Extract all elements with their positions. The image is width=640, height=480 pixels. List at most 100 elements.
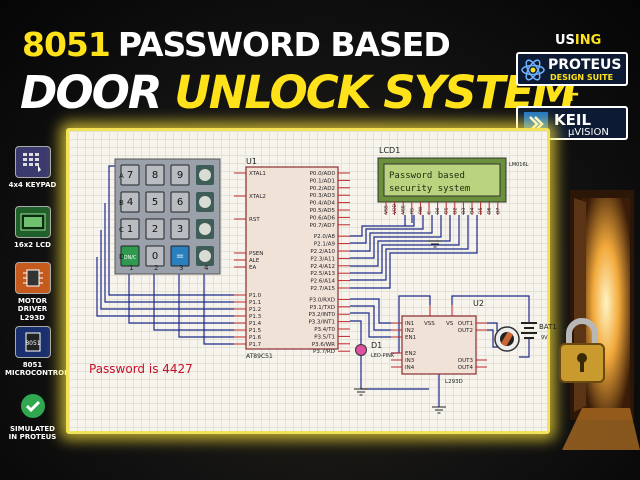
check-icon <box>15 390 51 422</box>
keypad-key-label: 7 <box>127 170 133 181</box>
keypad-col-label: 4 <box>204 264 209 272</box>
lcd-pin-label: RW <box>418 206 424 214</box>
proteus-name: PROTEUS <box>548 57 622 73</box>
mcu-pin-label: P1.5 <box>249 328 262 334</box>
sidebar-label-motor-driver: MOTOR DRIVER L293D <box>17 297 48 322</box>
mcu-pin-label: P2.1/A9 <box>314 242 336 248</box>
wire <box>350 215 451 267</box>
sidebar-label-keypad: 4x4 KEYPAD <box>8 181 57 189</box>
lcd-pin-label: D1 <box>444 208 450 214</box>
keypad-row-label: B <box>119 199 124 207</box>
lcd-pin-label: D6 <box>487 208 493 214</box>
mcu-pin-label: P2.2/A10 <box>310 249 335 255</box>
driver-pin-label: IN1 <box>405 321 414 327</box>
title-door: DOOR <box>20 66 175 119</box>
wire <box>350 320 362 344</box>
keypad-key <box>120 191 140 213</box>
proteus-sub: DESIGN SUITE <box>550 73 614 82</box>
driver-pin-label: OUT4 <box>458 365 474 371</box>
keypad-key-label: 0 <box>152 251 158 262</box>
keil-name: KEIL <box>554 111 592 129</box>
keypad-key <box>120 164 140 186</box>
keypad-key-round <box>199 250 211 262</box>
wire <box>350 215 442 259</box>
wire <box>487 329 499 348</box>
keypad-key-label: 5 <box>152 197 158 208</box>
lcd-line-2: security system <box>389 184 470 194</box>
microcontroller-icon: 8051 <box>14 326 51 358</box>
driver-pin-label: IN3 <box>405 358 415 364</box>
mcu-pin-label: P3.4/T0 <box>314 327 335 333</box>
keypad-key <box>145 164 165 186</box>
tool-brand-panel: USING PROTEUS DESIGN SUITE + KEIL µVISIO… <box>512 28 630 140</box>
motor-driver-icon <box>14 262 51 294</box>
keypad-key-label: 8 <box>152 170 158 181</box>
mcu-pin-label: P3.0/RXD <box>309 297 335 303</box>
keypad-row-label: C <box>119 226 124 234</box>
mcu-pin-label: P0.4/AD4 <box>310 201 336 207</box>
mcu-component[interactable]: U1 AT89C51 XTAL1XTAL2RSTPSENALEEAP1.0P1.… <box>234 157 350 360</box>
keypad-row-label: A <box>119 172 124 180</box>
sidebar-item-keypad: 4x4 KEYPAD <box>5 146 60 189</box>
lcd-pin-label: VEE <box>401 205 407 214</box>
keypad-key <box>170 191 190 213</box>
mcu-pin-label: P1.0 <box>249 293 262 299</box>
wire <box>350 215 433 252</box>
lcd-pin-label: VSS <box>384 205 390 214</box>
driver-pin-label: VSS <box>424 321 435 327</box>
wire <box>128 274 234 324</box>
keypad-key-label: 1 <box>127 224 133 235</box>
mcu-pin-label: P2.3/A11 <box>310 256 335 262</box>
lcd-pin-label: E <box>427 211 433 214</box>
led-component[interactable]: D1 LED-PINK <box>355 341 395 359</box>
mcu-pin-label: XTAL1 <box>249 171 266 177</box>
door-illustration <box>552 150 640 450</box>
keypad-icon <box>14 146 51 178</box>
password-note: Password is 4427 <box>89 362 193 376</box>
wire <box>350 215 460 274</box>
battery-component[interactable]: BAT1 9V <box>521 322 557 341</box>
lcd-pin-label: D3 <box>461 208 467 214</box>
mcu-pin-label: P3.2/INT0 <box>308 312 335 318</box>
lcd-component[interactable]: LCD1 LM016L Password based security syst… <box>377 146 529 215</box>
lcd-pin-label: D0 <box>435 208 441 214</box>
mcu-pin-label: P1.7 <box>249 342 262 348</box>
wire <box>519 338 530 358</box>
driver-pin-label: EN1 <box>405 335 416 341</box>
mcu-ref: U1 <box>246 157 257 166</box>
mcu-pin-label: PSEN <box>249 251 263 257</box>
mcu-left-pins: XTAL1XTAL2RSTPSENALEEAP1.0P1.1P1.2P1.3P1… <box>234 171 266 348</box>
driver-part: L293D <box>445 379 463 385</box>
mcu-right-pins: P0.0/AD0P0.1/AD1P0.2/AD2P0.3/AD3P0.4/AD4… <box>308 171 350 355</box>
driver-pin-label: OUT2 <box>458 328 473 334</box>
wire <box>96 257 234 317</box>
mcu-pin-label: P0.0/AD0 <box>310 171 336 177</box>
lcd-part: LM016L <box>509 162 529 168</box>
lcd-pin-label: D4 <box>470 208 476 214</box>
using-prefix: US <box>555 33 575 48</box>
sidebar-item-microcontroller: 8051 8051 MICROCONTROLLER <box>5 326 83 378</box>
wire <box>451 295 530 323</box>
using-suffix: ING <box>574 33 602 48</box>
wire <box>100 230 234 310</box>
keypad-key-round <box>199 223 211 235</box>
wire <box>178 274 234 338</box>
lcd-icon <box>14 206 51 238</box>
keypad-key-label: 4 <box>127 197 133 208</box>
driver-pin-label: IN2 <box>405 328 414 334</box>
wire <box>350 312 391 338</box>
keypad-key <box>145 245 165 267</box>
wire <box>350 215 478 289</box>
wire <box>487 322 498 331</box>
driver-pin-label: VS <box>446 321 454 327</box>
dc-motor[interactable] <box>494 326 520 352</box>
driver-pin-label: OUT3 <box>458 358 474 364</box>
chip-text: 8051 <box>25 340 40 347</box>
wire <box>350 215 415 237</box>
